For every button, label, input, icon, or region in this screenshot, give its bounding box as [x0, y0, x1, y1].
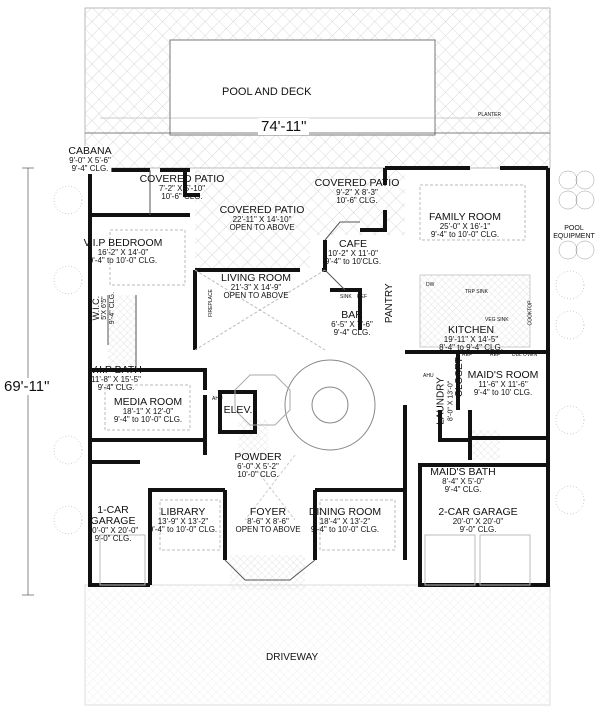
- fireplace-label: FIREPLACE: [207, 289, 214, 317]
- ahu-label-2: AHU: [423, 373, 434, 379]
- driveway-label: DRIVEWAY: [266, 652, 319, 663]
- width-dimension: 74'-11": [258, 118, 310, 135]
- bar-sink-label: SINK: [340, 294, 352, 300]
- room-pantry: PANTRY: [383, 283, 395, 324]
- driveway-area: [84, 584, 551, 706]
- depth-dimension: 69'-11": [4, 378, 50, 395]
- veg-sink-label: VEG SINK: [485, 317, 509, 323]
- dw-label: DW: [426, 282, 435, 288]
- bar-ref-label: REF: [357, 294, 367, 300]
- cooktop-label: COOKTOP: [527, 300, 534, 326]
- pool-equipment-label: POOL EQUIPMENT: [551, 225, 597, 241]
- room-elevator: ELEV.: [223, 404, 253, 416]
- pool-label: POOL AND DECK: [222, 86, 312, 98]
- room-wic: W.I.C.5'X 6'5"9'-4" CLG.: [90, 291, 116, 325]
- planter-label: PLANTER: [478, 112, 502, 118]
- kitchen-ref2-label: REF: [490, 352, 500, 358]
- dbl-oven-label: DBL OVEN: [512, 352, 538, 358]
- ahu-label: AHU: [212, 396, 223, 402]
- trp-sink-label: TRP SINK: [465, 289, 488, 295]
- room-closet: CLOSET: [453, 357, 465, 398]
- kitchen-ref-label: REF: [462, 352, 472, 358]
